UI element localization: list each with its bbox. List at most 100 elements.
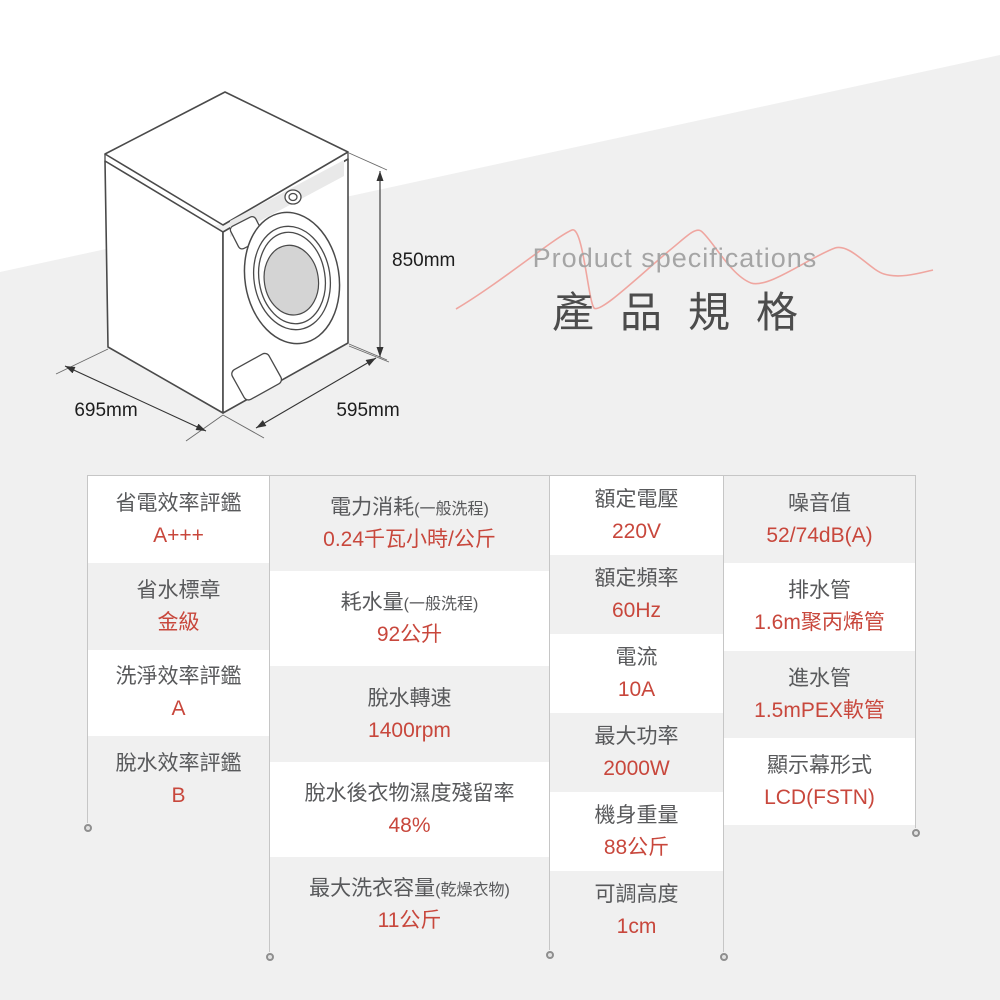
spec-cell: 額定頻率 60Hz xyxy=(550,555,723,634)
spec-cell: 脫水後衣物濕度殘留率 48% xyxy=(270,761,549,857)
spec-cell: 電力消耗(一般洗程) 0.24千瓦小時/公斤 xyxy=(270,476,549,571)
spec-label-text: 省水標章 xyxy=(136,578,221,602)
spec-label: 可調高度 xyxy=(595,884,679,905)
spec-cell: 最大功率 2000W xyxy=(550,713,723,792)
spec-label-text: 省電效率評鑑 xyxy=(115,491,242,515)
washer-door xyxy=(243,211,341,345)
spec-cell: 電流 10A xyxy=(550,634,723,713)
spec-label-text: 額定頻率 xyxy=(594,567,679,590)
washer-top-face xyxy=(104,91,349,226)
spec-label-text: 洗淨效率評鑑 xyxy=(115,665,242,689)
spec-label: 進水管 xyxy=(788,668,851,689)
spec-label-text: 噪音值 xyxy=(788,492,851,516)
dimension-height: 850mm xyxy=(348,152,455,361)
dimension-width: 595mm xyxy=(222,345,400,439)
spec-label-text: 最大功率 xyxy=(594,725,679,748)
table-edge-left xyxy=(87,475,88,823)
spec-value: 1cm xyxy=(616,915,657,938)
spec-label-note: (一般洗程) xyxy=(414,501,489,519)
spec-label: 電流 xyxy=(616,647,658,668)
spec-label-text: 耗水量 xyxy=(340,591,404,615)
spec-cell: 省電效率評鑑 A+++ xyxy=(88,476,269,563)
table-edge-right xyxy=(915,475,916,828)
spec-label: 洗淨效率評鑑 xyxy=(116,666,242,687)
spec-cell: 機身重量 88公斤 xyxy=(550,792,723,871)
spec-label-note: (乾燥衣物) xyxy=(435,881,510,899)
spec-label-text: 電力消耗 xyxy=(330,496,415,520)
spec-label: 脫水後衣物濕度殘留率 xyxy=(305,783,515,804)
spec-label-text: 額定電壓 xyxy=(594,488,679,511)
spec-value: A xyxy=(171,697,186,721)
spec-cell: 洗淨效率評鑑 A xyxy=(88,649,269,737)
spec-value: 88公斤 xyxy=(603,836,670,859)
washer-body xyxy=(104,91,349,414)
spec-label: 耗水量(一般洗程) xyxy=(341,592,479,613)
washer-knob xyxy=(284,189,302,205)
spec-value: B xyxy=(171,784,186,808)
spec-value: LCD(FSTN) xyxy=(764,785,875,809)
spec-label-text: 脫水效率評鑑 xyxy=(115,752,242,776)
table-divider-3 xyxy=(723,475,724,952)
wave-decoration xyxy=(455,229,934,310)
spec-label: 額定頻率 xyxy=(595,568,679,589)
spec-label: 最大功率 xyxy=(595,726,679,747)
spec-value: 金級 xyxy=(157,610,200,634)
spec-value: 52/74dB(A) xyxy=(766,524,873,548)
width-label: 595mm xyxy=(336,400,399,421)
spec-label-text: 顯示幕形式 xyxy=(767,753,872,777)
spec-cell: 排水管 1.6m聚丙烯管 xyxy=(724,563,915,651)
spec-value: 220V xyxy=(611,520,662,543)
spec-label-text: 最大洗衣容量 xyxy=(309,876,436,900)
spec-label-text: 電流 xyxy=(615,646,658,669)
spec-value: 2000W xyxy=(603,757,670,780)
spec-label: 脫水轉速 xyxy=(368,688,452,709)
spec-cell: 噪音值 52/74dB(A) xyxy=(724,476,915,563)
spec-label: 最大洗衣容量(乾燥衣物) xyxy=(309,878,510,899)
spec-value: 1.6m聚丙烯管 xyxy=(754,611,885,635)
page-subtitle: Product specifications xyxy=(532,243,818,273)
spec-value: 1.5mPEX軟管 xyxy=(754,698,885,722)
spec-value: 92公升 xyxy=(376,623,443,647)
spec-cell: 脫水轉速 1400rpm xyxy=(270,666,549,761)
spec-label: 噪音值 xyxy=(788,493,851,514)
spec-cell: 顯示幕形式 LCD(FSTN) xyxy=(724,737,915,825)
spec-label-text: 排水管 xyxy=(788,579,851,603)
spec-cell: 脫水效率評鑑 B xyxy=(88,736,269,823)
spec-label: 電力消耗(一般洗程) xyxy=(330,497,489,518)
spec-label: 省電效率評鑑 xyxy=(116,493,242,514)
spec-cell: 可調高度 1cm xyxy=(550,871,723,950)
spec-cell: 最大洗衣容量(乾燥衣物) 11公斤 xyxy=(270,857,549,952)
spec-column-2: 額定電壓 220V 額定頻率 60Hz 電流 10A 最大功率 2000W 機身重量 88公斤可調… xyxy=(550,476,723,950)
dimension-depth: 695mm xyxy=(55,348,224,442)
spec-cell: 耗水量(一般洗程) 92公升 xyxy=(270,571,549,667)
spec-value: 0.24千瓦小時/公斤 xyxy=(323,528,496,552)
spec-value: 11公斤 xyxy=(377,908,442,932)
spec-value: 48% xyxy=(388,813,431,837)
washer-knob-inner xyxy=(288,192,298,202)
table-divider-1 xyxy=(269,475,270,952)
spec-cell: 省水標章金級 xyxy=(88,563,269,650)
spec-cell: 額定電壓 220V xyxy=(550,476,723,555)
spec-label: 排水管 xyxy=(788,580,851,601)
spec-cell: 進水管 1.5mPEX軟管 xyxy=(724,651,915,738)
spec-label: 脫水效率評鑑 xyxy=(116,753,242,774)
table-top-border xyxy=(87,475,916,476)
spec-label: 省水標章 xyxy=(137,580,221,601)
spec-value: 1400rpm xyxy=(368,718,451,742)
table-divider-2 xyxy=(549,475,550,950)
spec-label: 額定電壓 xyxy=(595,489,679,510)
spec-label-text: 可調高度 xyxy=(594,883,679,906)
spec-column-0: 省電效率評鑑 A+++ 省水標章金級洗淨效率評鑑 A 脫水效率評鑑 B xyxy=(88,476,269,823)
spec-label-text: 脫水後衣物濕度殘留率 xyxy=(304,781,515,805)
spec-label-text: 進水管 xyxy=(788,666,851,690)
washing-machine-illustration: 850mm 695mm 595mm xyxy=(55,91,455,442)
spec-label-text: 機身重量 xyxy=(594,804,679,827)
spec-value: A+++ xyxy=(153,523,204,547)
page-title: 產品規格 xyxy=(551,289,824,336)
spec-value: 10A xyxy=(617,678,656,701)
spec-value: 60Hz xyxy=(611,599,662,622)
depth-label: 695mm xyxy=(74,400,137,421)
